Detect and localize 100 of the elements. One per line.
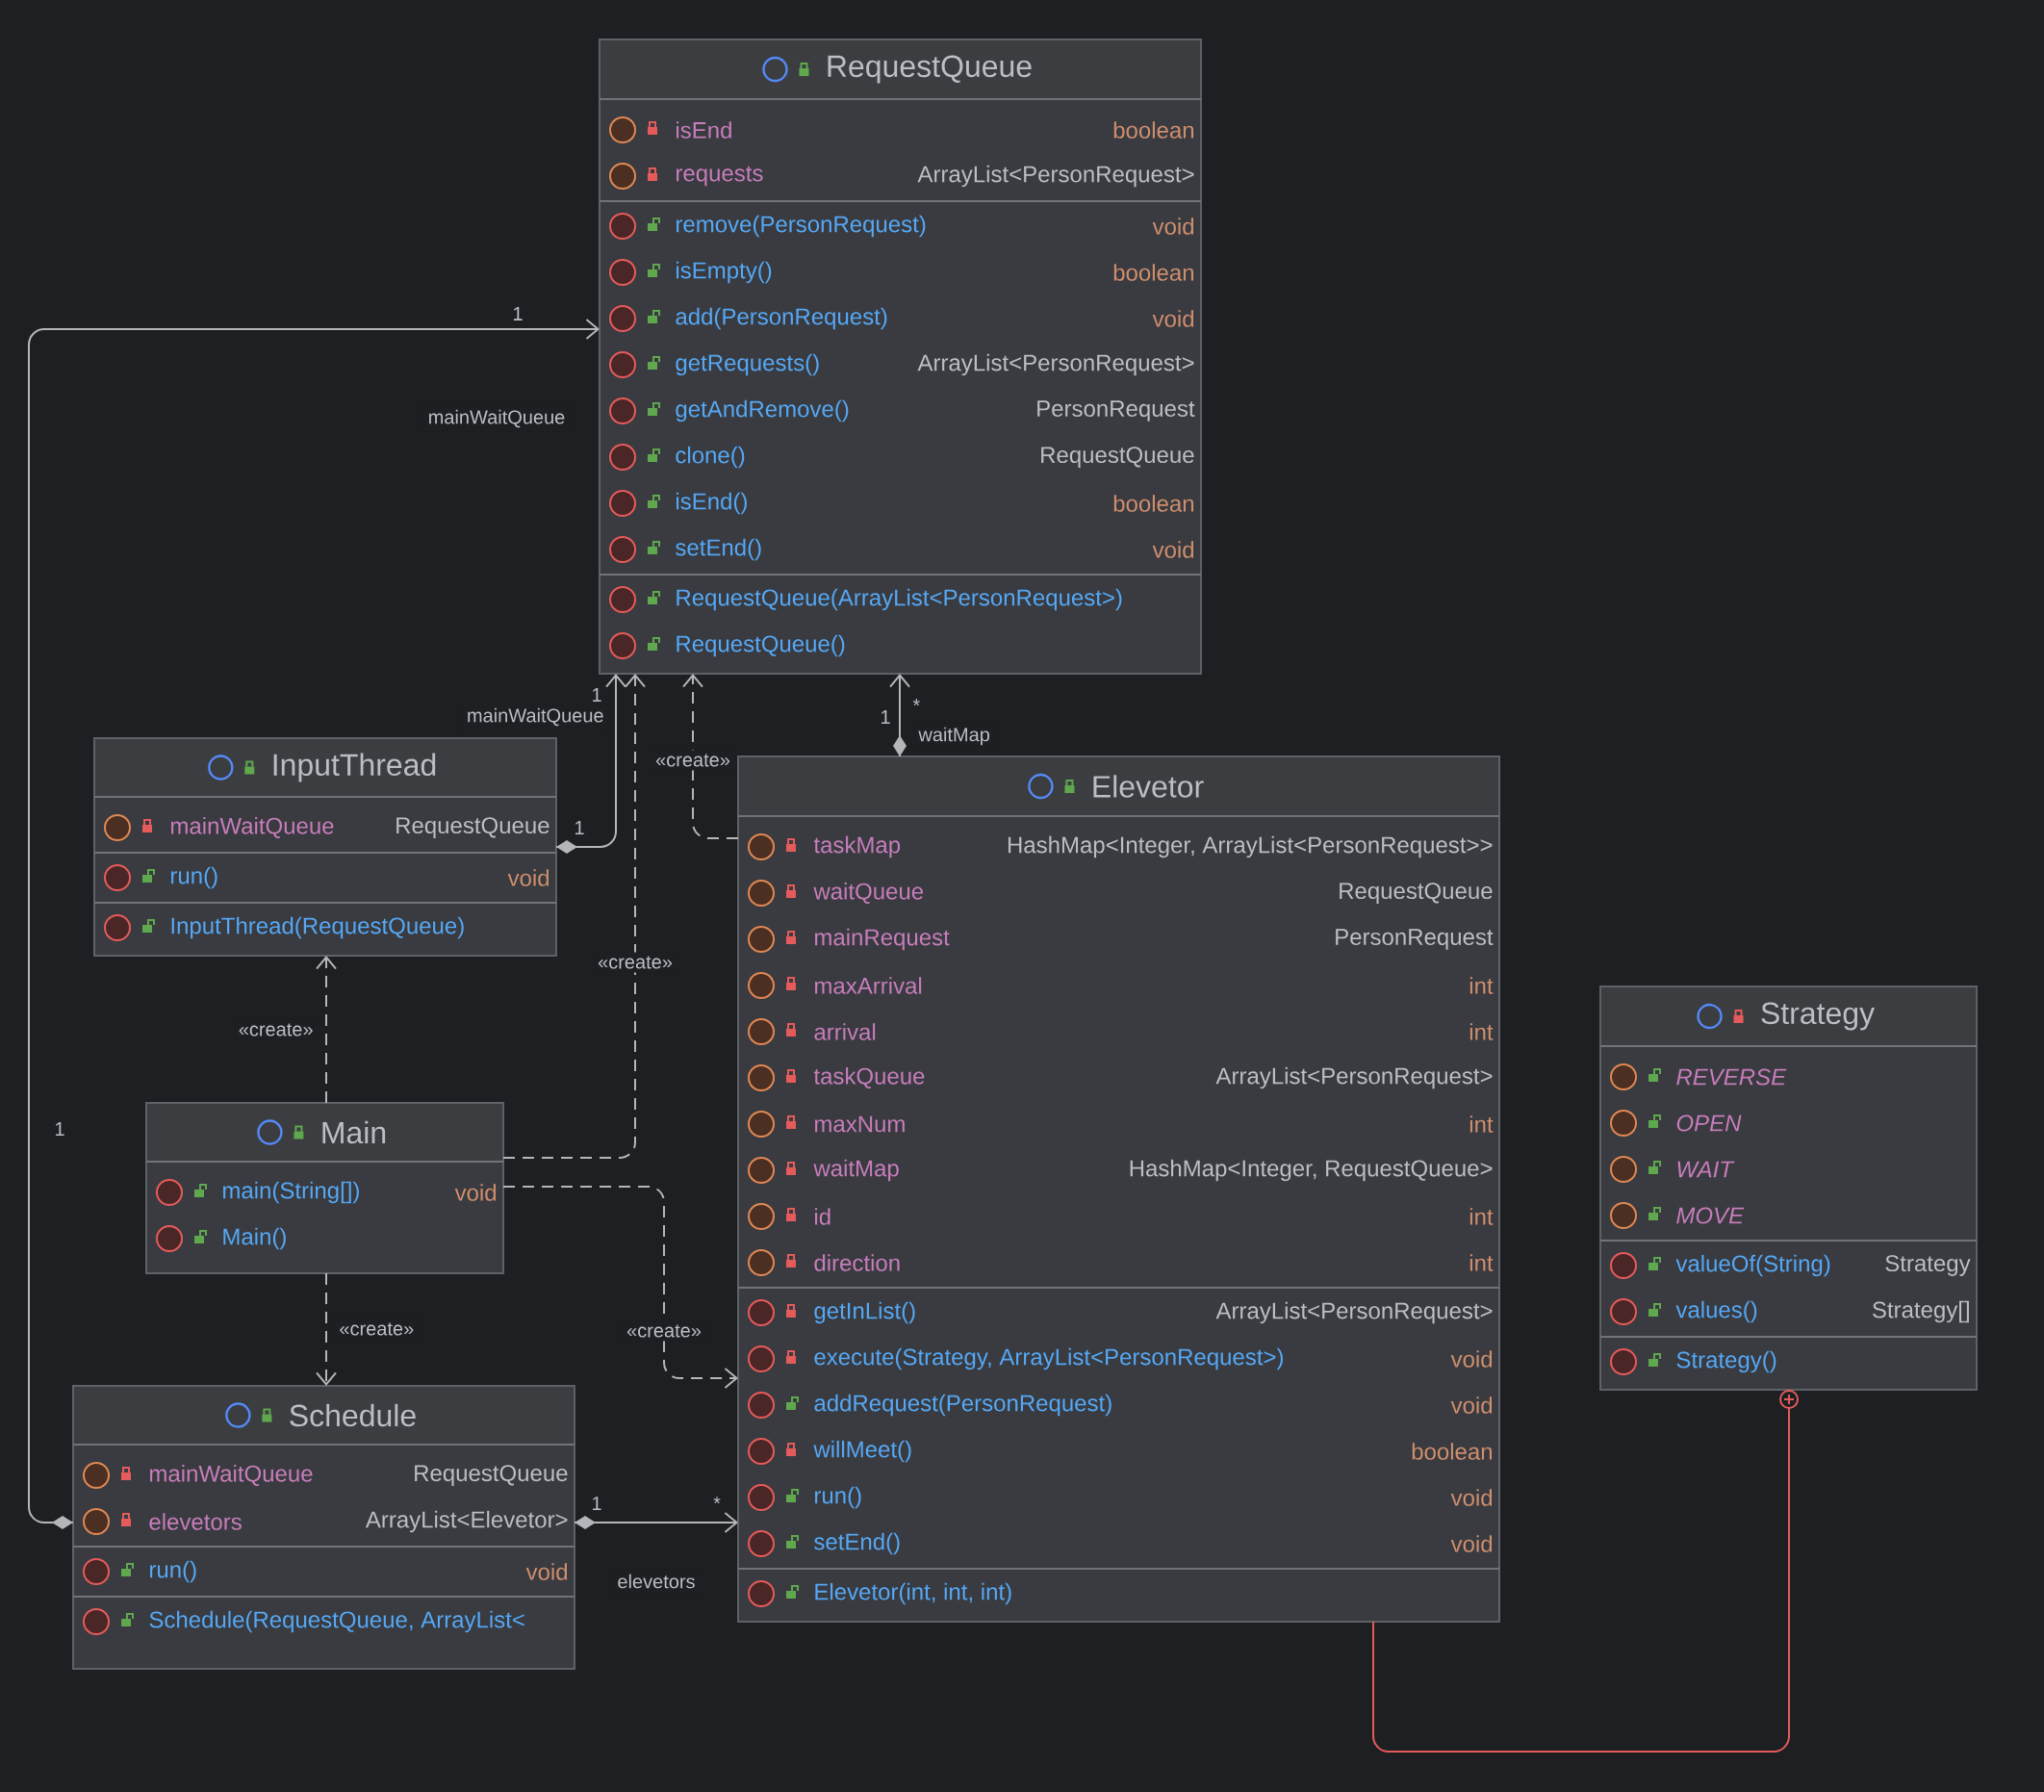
multiplicity-label: 1 xyxy=(593,1497,601,1510)
dependency-arrow xyxy=(502,1186,738,1389)
class-name: Main xyxy=(322,1120,386,1144)
type-name: ArrayList<PersonRequest> xyxy=(917,165,1194,188)
method-name: getAndRemove() xyxy=(676,399,849,422)
type-name: void xyxy=(1450,1489,1493,1506)
type-name: void xyxy=(1152,218,1194,235)
enum-constant: MOVE xyxy=(1676,1207,1745,1224)
dependency-arrow xyxy=(316,956,337,1104)
multiplicity-label: 1 xyxy=(881,710,890,724)
method-name: getInList() xyxy=(814,1301,915,1324)
type-name: int xyxy=(1469,977,1494,994)
type-name: void xyxy=(1152,310,1194,327)
method-name: remove(PersonRequest) xyxy=(677,215,926,238)
class-box xyxy=(737,755,1501,1623)
enum-constant: REVERSE xyxy=(1676,1068,1787,1086)
method-name: getRequests() xyxy=(676,353,819,376)
method-name: Elevetor(int, int, int) xyxy=(815,1582,1011,1605)
type-name: Strategy[] xyxy=(1873,1300,1969,1323)
field-name: maxNum xyxy=(815,1115,905,1133)
type-name: RequestQueue xyxy=(1041,447,1194,468)
type-name: RequestQueue xyxy=(1340,883,1493,904)
type-name: HashMap<Integer, ArrayList<PersonRequest>> xyxy=(1008,835,1493,858)
dependency-arrow xyxy=(682,674,739,839)
method-name: addRequest(PersonRequest) xyxy=(814,1394,1111,1417)
edge-label: mainWaitQueue xyxy=(462,704,608,730)
method-name: main(String[]) xyxy=(223,1181,359,1204)
method-name: Main() xyxy=(223,1227,286,1250)
type-name: PersonRequest xyxy=(1037,400,1195,422)
multiplicity-label: 1 xyxy=(56,1122,64,1136)
multiplicity-label: 1 xyxy=(593,688,601,702)
edge-label: waitMap xyxy=(914,723,994,750)
multiplicity-label: * xyxy=(713,1497,721,1504)
field-name: taskMap xyxy=(813,835,901,858)
class-name: InputThread xyxy=(273,753,436,782)
edge-label: «create» xyxy=(234,1019,318,1040)
type-name: ArrayList<PersonRequest> xyxy=(1215,1066,1493,1089)
class-box xyxy=(599,38,1202,675)
dependency-arrow xyxy=(316,1272,337,1386)
class-name: Elevetor xyxy=(1093,775,1204,798)
edge-label: mainWaitQueue xyxy=(423,405,570,432)
field-name: taskQueue xyxy=(813,1067,925,1088)
edge-label: «create» xyxy=(335,1318,419,1340)
field-name: mainWaitQueue xyxy=(150,1465,313,1486)
method-name: run() xyxy=(150,1560,196,1583)
field-name: waitMap xyxy=(813,1159,899,1182)
method-name: willMeet() xyxy=(813,1440,911,1463)
type-name: boolean xyxy=(1113,121,1194,139)
edge-label: «create» xyxy=(623,1320,705,1342)
method-name: setEnd() xyxy=(814,1532,900,1555)
field-name: direction xyxy=(814,1254,900,1271)
method-name: InputThread(RequestQueue) xyxy=(171,916,464,939)
type-name: HashMap<Integer, RequestQueue> xyxy=(1130,1159,1493,1182)
method-name: run() xyxy=(171,866,217,889)
type-name: void xyxy=(507,869,549,886)
type-name: boolean xyxy=(1412,1443,1493,1460)
field-name: arrival xyxy=(814,1023,876,1040)
enum-constant: WAIT xyxy=(1677,1161,1735,1178)
association-arrow xyxy=(889,674,910,757)
type-name: int xyxy=(1469,1023,1494,1040)
nesting-connector xyxy=(1372,1389,1800,1753)
method-name: Strategy() xyxy=(1676,1350,1776,1373)
type-name: void xyxy=(1152,541,1194,558)
class-box xyxy=(145,1102,504,1274)
method-name: execute(Strategy, ArrayList<PersonRequest>) xyxy=(814,1347,1283,1370)
type-name: PersonRequest xyxy=(1336,929,1494,950)
type-name: void xyxy=(525,1563,568,1580)
edge-label: elevetors xyxy=(613,1570,700,1593)
method-name: isEnd() xyxy=(677,492,747,515)
field-name: mainWaitQueue xyxy=(171,817,334,838)
edge-label: «create» xyxy=(594,952,677,973)
type-name: boolean xyxy=(1113,264,1194,281)
type-name: void xyxy=(1450,1396,1493,1414)
enum-constant: OPEN xyxy=(1676,1114,1742,1132)
method-name: add(PersonRequest) xyxy=(676,307,887,330)
type-name: void xyxy=(1450,1350,1493,1368)
class-name: RequestQueue xyxy=(828,55,1032,84)
field-name: waitQueue xyxy=(813,883,924,904)
method-name: Schedule(RequestQueue, ArrayList< xyxy=(149,1610,524,1633)
field-name: mainRequest xyxy=(815,928,950,951)
type-name: void xyxy=(454,1184,497,1201)
type-name: boolean xyxy=(1113,495,1194,512)
association-arrow xyxy=(574,1512,738,1533)
class-box xyxy=(72,1385,575,1670)
multiplicity-label: 1 xyxy=(514,307,523,320)
type-name: int xyxy=(1469,1115,1494,1133)
method-name: clone() xyxy=(676,446,745,469)
field-name: id xyxy=(815,1208,830,1225)
type-name: RequestQueue xyxy=(415,1465,568,1486)
method-name: valueOf(String) xyxy=(1675,1254,1830,1277)
association-arrow xyxy=(28,319,600,1529)
type-name: Strategy xyxy=(1885,1255,1971,1276)
dependency-arrow xyxy=(502,674,646,1159)
method-name: isEmpty() xyxy=(677,261,772,284)
method-name: RequestQueue(ArrayList<PersonRequest>) xyxy=(677,588,1122,611)
method-name: setEnd() xyxy=(676,538,761,561)
field-name: elevetors xyxy=(149,1513,242,1530)
multiplicity-label: 1 xyxy=(575,821,584,834)
multiplicity-label: * xyxy=(912,699,920,706)
method-name: RequestQueue() xyxy=(677,634,845,657)
